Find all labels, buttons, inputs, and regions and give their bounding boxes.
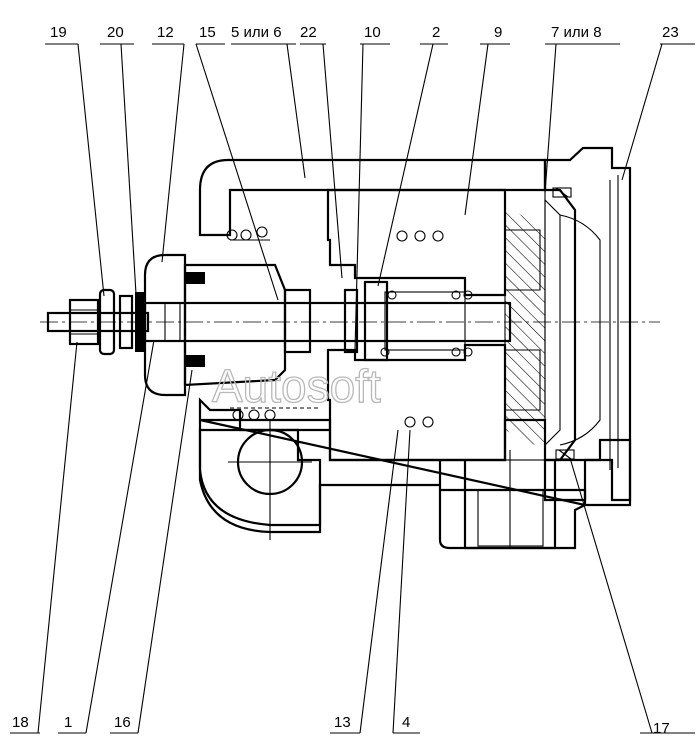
label-13: 13 (334, 714, 351, 731)
spring-piston-bottom (404, 416, 434, 428)
label-20: 20 (107, 24, 124, 41)
watermark: Autosoft (212, 360, 381, 412)
label-22: 22 (300, 24, 317, 41)
housing-left-bottom (198, 397, 322, 534)
spring-valve (380, 290, 473, 357)
housing (198, 146, 632, 550)
label-5-or-6: 5 или 6 (231, 24, 282, 41)
label-15: 15 (199, 24, 216, 41)
spring-left-bottom (232, 409, 276, 421)
label-4: 4 (402, 714, 410, 731)
cover-right (543, 146, 632, 502)
label-23: 23 (662, 24, 679, 41)
leader-lines (10, 43, 695, 734)
labels-top: 19 20 12 15 5 или 6 22 10 2 9 7 или 8 23 (50, 24, 679, 41)
label-2: 2 (432, 24, 440, 41)
label-12: 12 (157, 24, 174, 41)
label-10: 10 (364, 24, 381, 41)
label-17: 17 (653, 720, 670, 737)
inner-cylinder (559, 175, 619, 470)
label-1: 1 (64, 714, 72, 731)
label-9: 9 (494, 24, 502, 41)
label-7-or-8: 7 или 8 (551, 24, 602, 41)
labels-bottom: 18 1 16 13 4 17 (12, 714, 670, 737)
spring-left-top (226, 226, 268, 241)
label-16: 16 (114, 714, 131, 731)
piston (326, 188, 546, 462)
springs (226, 226, 473, 428)
housing-body (198, 158, 547, 237)
seals (552, 187, 575, 460)
label-19: 19 (50, 24, 67, 41)
housing-bottom (198, 418, 632, 550)
cover-inner (544, 198, 561, 447)
label-18: 18 (12, 714, 29, 731)
spring-piston-top (396, 230, 444, 242)
